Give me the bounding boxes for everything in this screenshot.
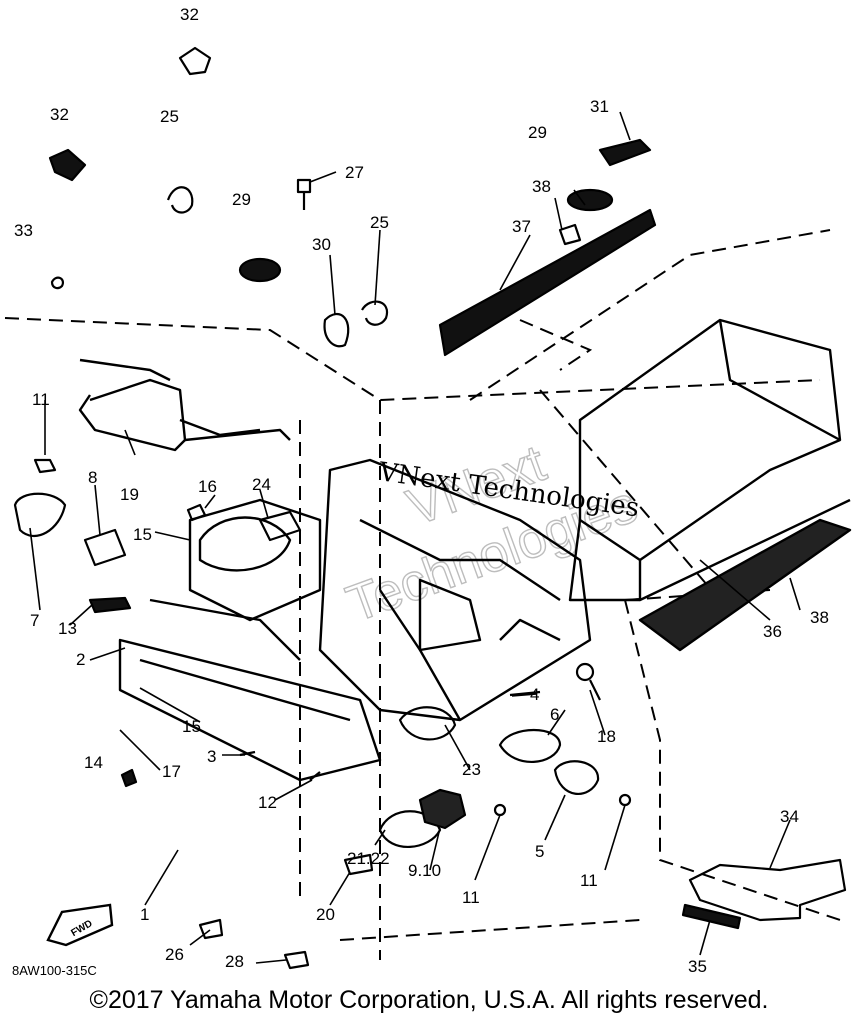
callout-label: 23 — [462, 760, 481, 779]
callout-label: 11 — [32, 390, 50, 409]
callout-label: 35 — [688, 957, 707, 976]
callout-label: 11 — [580, 871, 598, 890]
callout-label: 21.22 — [347, 849, 390, 868]
callout-label: 18 — [597, 727, 616, 746]
callout-label: 29 — [528, 123, 547, 142]
callout-label: 25 — [370, 213, 389, 232]
callout-label: 20 — [316, 905, 335, 924]
callout-label: 1 — [140, 905, 149, 924]
callout-label: 36 — [763, 622, 782, 641]
callout-label: 26 — [165, 945, 184, 964]
callout-label: 28 — [225, 952, 244, 971]
copyright-notice: ©2017 Yamaha Motor Corporation, U.S.A. A… — [89, 986, 769, 1014]
callout-label: 25 — [160, 107, 179, 126]
dashed-outlines — [4, 229, 841, 960]
callout-label: 17 — [162, 762, 181, 781]
callout-labels: 32 32 25 33 29 27 31 29 38 37 30 25 11 8… — [14, 5, 829, 976]
callout-label: 34 — [780, 807, 799, 826]
frame-assembly — [78, 318, 852, 782]
callout-label: 32 — [180, 5, 199, 24]
callout-label: 31 — [590, 97, 609, 116]
fwd-arrow-icon: FWD — [46, 903, 114, 947]
callout-label: 8 — [88, 468, 97, 487]
callout-label: 38 — [810, 608, 829, 627]
exploded-parts-diagram: VNext Technologies — [4, 5, 852, 978]
callout-label: 27 — [345, 163, 364, 182]
callout-label: 16 — [198, 477, 217, 496]
callout-label: 5 — [535, 842, 544, 861]
callout-label: 15 — [182, 717, 201, 736]
callout-label: 2 — [76, 650, 85, 669]
callout-label: 15 — [133, 525, 152, 544]
callout-label: 37 — [512, 217, 531, 236]
callout-label: 13 — [58, 619, 77, 638]
callout-label: 24 — [252, 475, 271, 494]
callout-label: 9.10 — [408, 861, 441, 880]
callout-label: 19 — [120, 485, 139, 504]
callout-label: 3 — [207, 747, 216, 766]
callout-label: 29 — [232, 190, 251, 209]
small-parts — [13, 46, 847, 970]
callout-label: 32 — [50, 105, 69, 124]
callout-label: 33 — [14, 221, 33, 240]
callout-label: 4 — [530, 685, 539, 704]
callout-label: 30 — [312, 235, 331, 254]
callout-label: 12 — [258, 793, 277, 812]
callout-label: 7 — [30, 611, 39, 630]
callout-label: 11 — [462, 888, 480, 907]
part-code: 8AW100-315C — [12, 963, 97, 978]
callout-label: 38 — [532, 177, 551, 196]
leader-lines — [29, 111, 801, 964]
callout-label: 6 — [550, 705, 559, 724]
callout-label: 14 — [84, 753, 103, 772]
